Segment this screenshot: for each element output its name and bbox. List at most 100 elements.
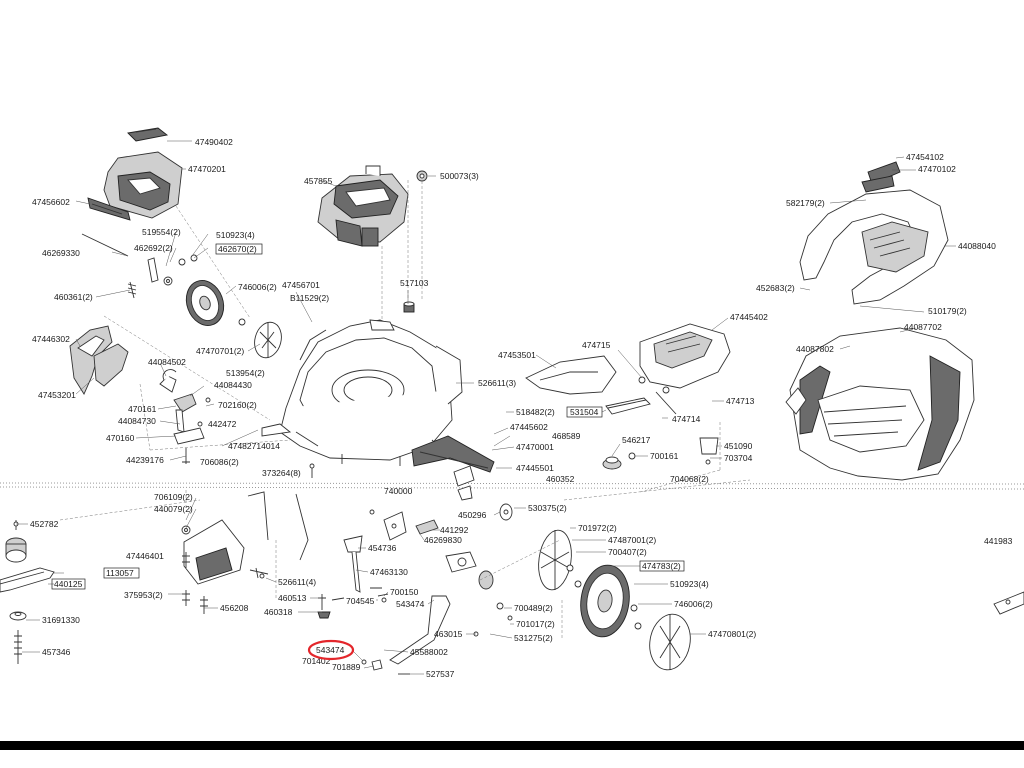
label-526611-top: 526611(3) (478, 378, 516, 388)
label-700407: 700407(2) (608, 547, 647, 557)
label-460361: 460361(2) (54, 292, 93, 302)
label-47470801: 47470801(2) (708, 629, 756, 639)
label-517103: 517103 (400, 278, 429, 288)
rear-cover (639, 323, 731, 389)
label-460352: 460352 (546, 474, 575, 484)
hubcap-left (254, 321, 282, 359)
label-46269830: 46269830 (424, 535, 462, 545)
label-31691330: 31691330 (42, 615, 80, 625)
label-44084502: 44084502 (148, 357, 186, 367)
label-531275: 531275(2) (514, 633, 553, 643)
label-44084430: 44084430 (214, 380, 252, 390)
label-701972: 701972(2) (578, 523, 617, 533)
label-441292: 441292 (440, 525, 469, 535)
label-47490402: 47490402 (195, 137, 233, 147)
label-451090: 451090 (724, 441, 753, 451)
label-474713: 474713 (726, 396, 755, 406)
label-44084730: 44084730 (118, 416, 156, 426)
label-530375: 530375(2) (528, 503, 567, 513)
label-462670: 462670(2) (218, 244, 257, 254)
leader-lines (16, 140, 956, 675)
hubcap-front (649, 613, 691, 671)
label-46269330: 46269330 (42, 248, 80, 258)
label-440079: 440079(2) (154, 504, 193, 514)
label-474715: 474715 (582, 340, 611, 350)
label-44088040: 44088040 (958, 241, 996, 251)
label-47456701: 47456701 (282, 280, 320, 290)
label-113057: 113057 (106, 568, 134, 578)
label-47453201: 47453201 (38, 390, 76, 400)
label-518482: 518482(2) (516, 407, 555, 417)
label-706086: 706086(2) (200, 457, 239, 467)
rear-wheel-left (185, 280, 246, 326)
label-531504-box (566, 406, 603, 418)
label-474783: 474783(2) (642, 561, 681, 571)
label-47482714014: 47482714014 (228, 441, 280, 451)
label-526611-bottom: 526611(4) (278, 577, 316, 587)
label-700489: 700489(2) (514, 603, 553, 613)
rear-flap (525, 355, 617, 395)
label-510179: 510179(2) (928, 306, 967, 316)
label-470161: 470161 (128, 404, 157, 414)
mulch-plug (181, 519, 245, 614)
label-441983: 441983 (984, 536, 1013, 546)
label-470160: 470160 (106, 433, 135, 443)
assembly-guides (59, 205, 751, 640)
label-740000: 740000 (384, 486, 413, 496)
lower-deck-left (185, 490, 309, 600)
highlight-circle (307, 639, 355, 661)
grass-catcher-frame (799, 161, 949, 305)
label-45588002: 45588002 (410, 647, 448, 657)
label-704068: 704068(2) (670, 474, 709, 484)
label-450296: 450296 (458, 510, 487, 520)
label-468589: 468589 (552, 431, 581, 441)
label-702160: 702160(2) (218, 400, 257, 410)
label-474714: 474714 (672, 414, 701, 424)
label-519554: 519554(2) (142, 227, 181, 237)
label-440125-box (51, 578, 86, 590)
label-457855: 457855 (304, 176, 333, 186)
label-44087702: 44087702 (904, 322, 942, 332)
label-474783-box (639, 560, 685, 572)
label-527537: 527537 (426, 669, 455, 679)
label-B11529: B11529(2) (290, 293, 329, 303)
label-700150: 700150 (390, 587, 419, 597)
label-531504: 531504 (570, 407, 599, 417)
label-454736: 454736 (368, 543, 397, 553)
engine (317, 165, 409, 247)
label-373264: 373264(8) (262, 468, 301, 478)
label-582179: 582179(2) (786, 198, 825, 208)
label-47446401: 47446401 (126, 551, 164, 561)
label-47445501: 47445501 (516, 463, 554, 473)
mower-deck (279, 319, 463, 466)
label-47470102: 47470102 (918, 164, 956, 174)
label-47456602: 47456602 (32, 197, 70, 207)
label-460318: 460318 (264, 607, 293, 617)
label-44239176: 44239176 (126, 455, 164, 465)
label-701889: 701889 (332, 662, 361, 672)
label-113057-box (103, 567, 140, 579)
label-456208: 456208 (220, 603, 249, 613)
label-452782: 452782 (30, 519, 59, 529)
label-47446302: 47446302 (32, 334, 70, 344)
label-47470201: 47470201 (188, 164, 226, 174)
front-wheel (538, 529, 642, 638)
label-463015: 463015 (434, 629, 463, 639)
side-chute-left (69, 325, 129, 395)
label-457346: 457346 (42, 647, 71, 657)
label-462692: 462692(2) (134, 243, 173, 253)
label-546217: 546217 (622, 435, 651, 445)
label-44087802: 44087802 (796, 344, 834, 354)
label-706109: 706109(2) (154, 492, 193, 502)
label-701017: 701017(2) (516, 619, 555, 629)
label-440125: 440125 (54, 579, 83, 589)
label-701402: 701402 (302, 656, 331, 666)
label-543474-highlighted: 543474 (316, 645, 345, 655)
front-axle (445, 485, 513, 621)
label-442472: 442472 (208, 419, 237, 429)
height-adjust-bracket (159, 369, 211, 464)
label-510923-top: 510923(4) (216, 230, 255, 240)
label-500073: 500073(3) (440, 171, 479, 181)
label-513954: 513954(2) (226, 368, 265, 378)
